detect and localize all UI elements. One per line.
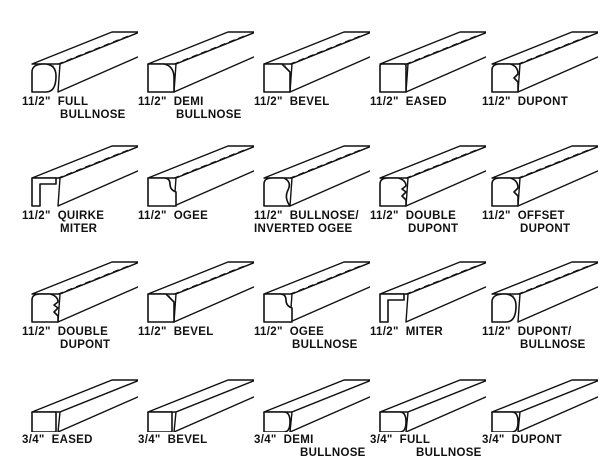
profile-drawing-icon bbox=[263, 31, 370, 93]
caption-line-1: 11/2" FULL bbox=[22, 96, 89, 108]
caption-line-2: DUPONT bbox=[408, 223, 459, 235]
caption-line-1: 3/4" EASED bbox=[22, 434, 93, 446]
profile-drawing-icon bbox=[31, 145, 138, 207]
caption-line-1: 3/4" DUPONT bbox=[482, 434, 562, 446]
profile-drawing-icon bbox=[263, 145, 370, 207]
profile-drawing-icon bbox=[379, 261, 486, 323]
profile-eased-1-5: 11/2" EASED bbox=[366, 20, 486, 138]
profile-drawing-icon bbox=[263, 261, 370, 323]
profile-bullnose-inverted-ogee-1-5: 11/2" BULLNOSE/INVERTED OGEE bbox=[250, 134, 370, 252]
profile-dupont-3-4: 3/4" DUPONT bbox=[478, 358, 598, 476]
caption-line-1: 11/2" EASED bbox=[370, 96, 447, 108]
profile-drawing-icon bbox=[147, 31, 254, 93]
caption-line-1: 11/2" DEMI bbox=[138, 96, 204, 108]
profile-bevel-1-5-b: 11/2" BEVEL bbox=[134, 250, 254, 368]
caption-line-1: 11/2" BEVEL bbox=[138, 326, 214, 338]
profile-caption: 11/2" EASED bbox=[370, 96, 476, 109]
caption-line-1: 11/2" DOUBLE bbox=[370, 210, 457, 222]
caption-line-1: 3/4" DEMI bbox=[254, 434, 314, 446]
profile-dupont-1-5: 11/2" DUPONT bbox=[478, 20, 598, 138]
profile-caption: 11/2" DUPONT bbox=[482, 96, 588, 109]
profile-drawing-icon bbox=[491, 261, 598, 323]
profile-drawing-icon bbox=[263, 379, 370, 432]
profile-caption: 11/2" BULLNOSE/INVERTED OGEE bbox=[254, 210, 360, 236]
caption-line-2: BULLNOSE bbox=[416, 447, 482, 459]
caption-line-2: DUPONT bbox=[60, 339, 111, 351]
profile-drawing-icon bbox=[31, 261, 138, 323]
caption-line-1: 11/2" DUPONT bbox=[482, 96, 569, 108]
profile-bevel-1-5-a: 11/2" BEVEL bbox=[250, 20, 370, 138]
caption-line-1: 3/4" FULL bbox=[370, 434, 431, 446]
profile-drawing-icon bbox=[147, 379, 254, 432]
profile-caption: 11/2" BEVEL bbox=[138, 326, 244, 339]
profile-caption: 3/4" BEVEL bbox=[138, 434, 244, 447]
profile-bevel-3-4: 3/4" BEVEL bbox=[134, 358, 254, 476]
caption-line-1: 11/2" MITER bbox=[370, 326, 443, 338]
profile-drawing-icon bbox=[491, 379, 598, 432]
profile-ogee-1-5: 11/2" OGEE bbox=[134, 134, 254, 252]
caption-line-1: 11/2" BULLNOSE/ bbox=[254, 210, 359, 222]
caption-line-2: BULLNOSE bbox=[176, 109, 242, 121]
profile-eased-3-4: 3/4" EASED bbox=[18, 358, 138, 476]
profile-caption: 3/4" EASED bbox=[22, 434, 128, 447]
caption-line-2: BULLNOSE bbox=[520, 339, 586, 351]
caption-line-1: 11/2" OGEE bbox=[254, 326, 325, 338]
profile-caption: 3/4" DUPONT bbox=[482, 434, 588, 447]
caption-line-2: BULLNOSE bbox=[60, 109, 126, 121]
profile-caption: 11/2" MITER bbox=[370, 326, 476, 339]
profile-drawing-icon bbox=[147, 261, 254, 323]
caption-line-2: BULLNOSE bbox=[300, 447, 366, 459]
caption-line-2: MITER bbox=[60, 223, 98, 235]
profile-drawing-icon bbox=[491, 31, 598, 93]
profile-caption: 11/2" BEVEL bbox=[254, 96, 360, 109]
profile-drawing-icon bbox=[147, 145, 254, 207]
caption-line-1: 11/2" OGEE bbox=[138, 210, 209, 222]
caption-line-1: 11/2" QUIRKE bbox=[22, 210, 105, 222]
caption-line-1: 3/4" BEVEL bbox=[138, 434, 208, 446]
profile-miter-1-5: 11/2" MITER bbox=[366, 250, 486, 368]
caption-line-1: 11/2" DOUBLE bbox=[22, 326, 109, 338]
profile-drawing-icon bbox=[31, 31, 138, 93]
profile-drawing-icon bbox=[491, 145, 598, 207]
profile-caption: 11/2" OGEE bbox=[138, 210, 244, 223]
profile-caption: 11/2" DUPONT/BULLNOSE bbox=[482, 326, 588, 352]
caption-line-2: DUPONT bbox=[520, 223, 571, 235]
profile-drawing-icon bbox=[379, 31, 486, 93]
caption-line-2: BULLNOSE bbox=[292, 339, 358, 351]
caption-line-2: INVERTED OGEE bbox=[254, 223, 353, 235]
profile-dupont-bullnose-1-5: 11/2" DUPONT/BULLNOSE bbox=[478, 250, 598, 368]
caption-line-1: 11/2" BEVEL bbox=[254, 96, 330, 108]
profile-drawing-icon bbox=[379, 379, 486, 432]
caption-line-1: 11/2" DUPONT/ bbox=[482, 326, 572, 338]
profile-drawing-icon bbox=[31, 379, 138, 432]
caption-line-1: 11/2" OFFSET bbox=[482, 210, 565, 222]
profile-drawing-icon bbox=[379, 145, 486, 207]
